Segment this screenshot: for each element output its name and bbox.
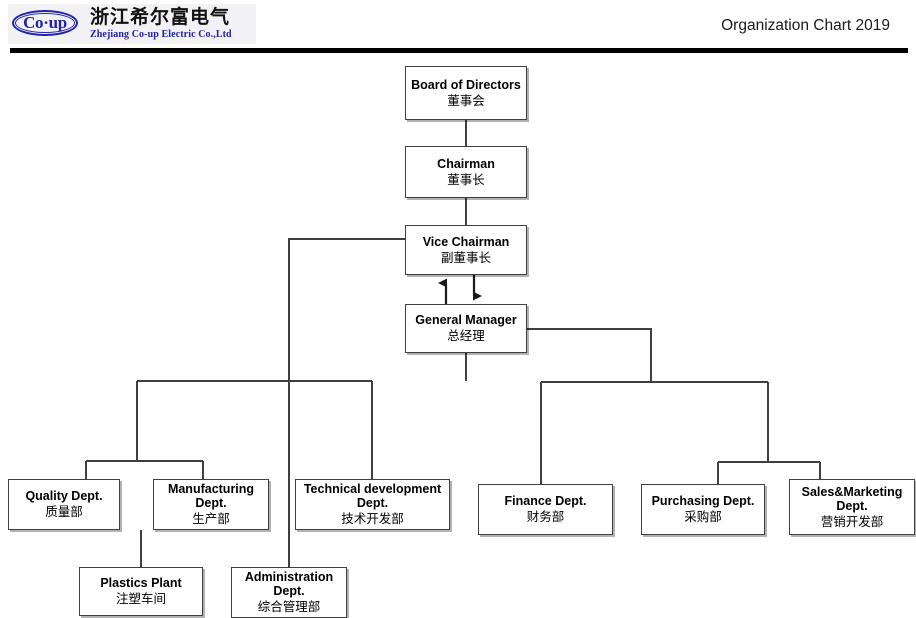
page-title: Organization Chart 2019 [721,17,890,34]
node-label-cn: 董事会 [447,92,485,108]
node-technical-development-dept[interactable]: Technical development Dept. 技术开发部 [295,479,450,530]
logo-outer-ellipse [12,10,78,36]
node-general-manager[interactable]: General Manager 总经理 [405,304,527,353]
node-manufacturing-dept[interactable]: Manufacturing Dept. 生产部 [153,479,269,530]
node-sales-marketing-dept[interactable]: Sales&Marketing Dept. 营销开发部 [789,479,915,535]
node-label-en: Manufacturing Dept. [167,482,255,510]
node-label-cn: 注塑车间 [115,591,166,606]
node-label-cn: 技术开发部 [341,511,404,526]
node-label-cn: 营销开发部 [820,513,884,529]
node-finance-dept[interactable]: Finance Dept. 财务部 [478,484,613,535]
node-board-of-directors[interactable]: Board of Directors 董事会 [405,66,527,120]
node-label-en: Vice Chairman [422,234,510,249]
node-label-cn: 采购部 [684,509,722,524]
node-label-cn: 总经理 [447,328,485,343]
node-label-en: General Manager [415,313,517,327]
node-label-cn: 综合管理部 [257,599,321,614]
node-plastics-plant[interactable]: Plastics Plant 注塑车间 [79,567,203,616]
node-label-cn: 生产部 [192,511,230,526]
node-vice-chairman[interactable]: Vice Chairman 副董事长 [405,225,527,275]
header-divider [10,48,908,53]
company-name-chinese: 浙江希尔富电气 [90,6,231,28]
company-logo: Co·up 浙江希尔富电气 Zhejiang Co-up Electric Co… [8,4,256,44]
node-label-cn: 副董事长 [440,249,491,265]
node-label-cn: 质量部 [45,504,83,519]
node-label-cn: 财务部 [526,509,565,524]
edge-gm-right-stem [527,328,652,382]
logo-inner-ellipse [15,13,75,33]
node-chairman[interactable]: Chairman 董事长 [405,146,527,198]
node-label-en: Quality Dept. [25,489,103,503]
node-label-en: Chairman [437,156,495,171]
node-label-en: Plastics Plant [100,576,182,590]
node-purchasing-dept[interactable]: Purchasing Dept. 采购部 [641,484,765,535]
node-label-en: Technical development Dept. [303,482,442,510]
coup-logo-icon: Co·up [12,9,82,39]
company-name-block: 浙江希尔富电气 Zhejiang Co-up Electric Co.,Ltd [90,7,232,41]
node-label-en: Purchasing Dept. [651,494,755,508]
logo-wordmark: Co·up [23,13,67,32]
node-label-en: Board of Directors [411,77,521,92]
node-label-cn: 董事长 [447,171,485,187]
company-name-english: Zhejiang Co-up Electric Co.,Ltd [90,29,232,40]
node-label-en: Sales&Marketing Dept. [801,484,903,513]
edge-vice-admin [288,238,405,567]
node-label-en: Finance Dept. [504,494,587,508]
node-label-en: Administration Dept. [244,570,334,598]
node-administration-dept[interactable]: Administration Dept. 综合管理部 [231,567,347,618]
node-quality-dept[interactable]: Quality Dept. 质量部 [8,479,120,530]
page-header: Co·up 浙江希尔富电气 Zhejiang Co-up Electric Co… [0,0,916,53]
